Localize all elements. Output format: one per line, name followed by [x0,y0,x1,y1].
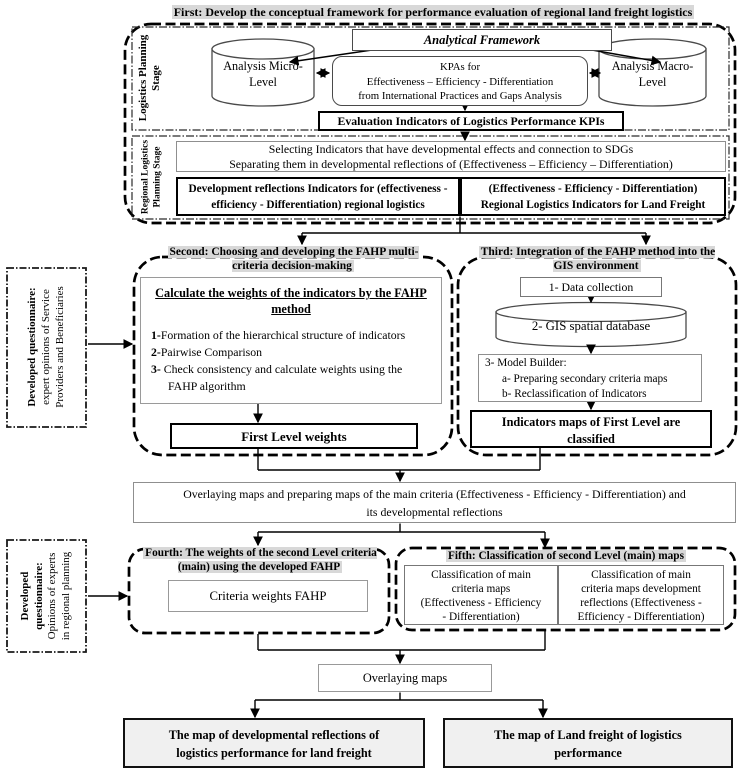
model-builder-box: 3- Model Builder: a- Preparing secondary… [478,354,702,402]
macro-cylinder-label: Analysis Macro- Level [611,59,694,89]
first-level-weights-box: First Level weights [170,423,418,449]
logistics-planning-stage-label: Logistics Planning Stage [137,34,162,122]
classification-main-maps-box: Classification of main criteria maps (Ef… [404,565,558,625]
logistics-planning-frame [131,26,730,131]
fahp-step-2: 2-Pairwise Comparison [151,345,263,359]
output-map-reflections-box: The map of developmental reflections of … [123,718,425,768]
classification-reflections-maps-box: Classification of main criteria maps dev… [558,565,724,625]
regional-logistics-frame [131,135,730,220]
fahp-steps-list: 1-Formation of the hierarchical structur… [151,327,433,395]
gis-database-label: 2- GIS spatial database [531,319,651,333]
regional-logistics-stage-label: Regional Logistics Planning Stage [140,139,163,215]
questionnaire-experts-text: Opinions of experts in regional planning [46,551,72,641]
evaluation-indicators-box: Evaluation Indicators of Logistics Perfo… [318,111,624,131]
micro-cylinder-top [211,38,315,60]
kpas-box: KPAs for Effectiveness – Efficiency - Di… [332,56,588,106]
fifth-section-title: Fifth: Classification of second Level (m… [446,550,686,562]
macro-cylinder-top [598,38,707,60]
questionnaire-service-frame [6,267,87,428]
overlay-final-box: Overlaying maps [318,664,492,692]
third-section-title: Third: Integration of the FAHP method in… [478,246,716,272]
macro-cylinder-shape [598,48,707,107]
fahp-step-1: 1-Formation of the hierarchical structur… [151,328,406,342]
fahp-step-3: 3- Check consistency and calculate weigh… [151,362,403,393]
indicators-maps-classified-box: Indicators maps of First Level are class… [470,410,712,448]
fourth-section-frame [127,547,391,635]
questionnaire-experts-heading: Developed questionnaire: [19,562,45,630]
questionnaire-service-box: Developed questionnaire:expert opinions … [25,286,67,408]
selecting-indicators-box: Selecting Indicators that have developme… [176,141,726,172]
calculate-weights-heading: Calculate the weights of the indicators … [155,286,427,316]
micro-cylinder-label: Analysis Micro- Level [223,59,303,89]
stage1-title-text: First: Develop the conceptual framework … [171,5,695,19]
dev-reflections-indicators-box: Development reflections Indicators for (… [176,177,460,216]
second-section-title: Second: Choosing and developing the FAHP… [167,246,419,272]
calculate-weights-box: Calculate the weights of the indicators … [140,277,442,404]
regional-indicators-box: (Effectiveness - Efficiency - Differenti… [460,177,726,216]
overlay-main-box: Overlaying maps and preparing maps of th… [133,482,736,523]
questionnaire-service-text: expert opinions of Service Providers and… [40,286,66,408]
fifth-section-frame [394,546,737,632]
micro-cylinder-shape [211,48,315,107]
fourth-section-title: Fourth: The weights of the second Level … [143,547,377,573]
criteria-weights-fahp-box: Criteria weights FAHP [168,580,368,612]
questionnaire-experts-box: Developed questionnaire:Opinions of expe… [19,552,73,641]
analytical-framework-box: Analytical Framework [352,29,612,51]
output-map-land-freight-box: The map of Land freight of logistics per… [443,718,733,768]
questionnaire-experts-frame [6,539,87,653]
data-collection-box: 1- Data collection [520,277,662,297]
stage1-title: First: Develop the conceptual framework … [130,5,736,20]
stage1-outer-frame [123,22,737,225]
questionnaire-service-heading: Developed questionnaire: [26,287,38,407]
